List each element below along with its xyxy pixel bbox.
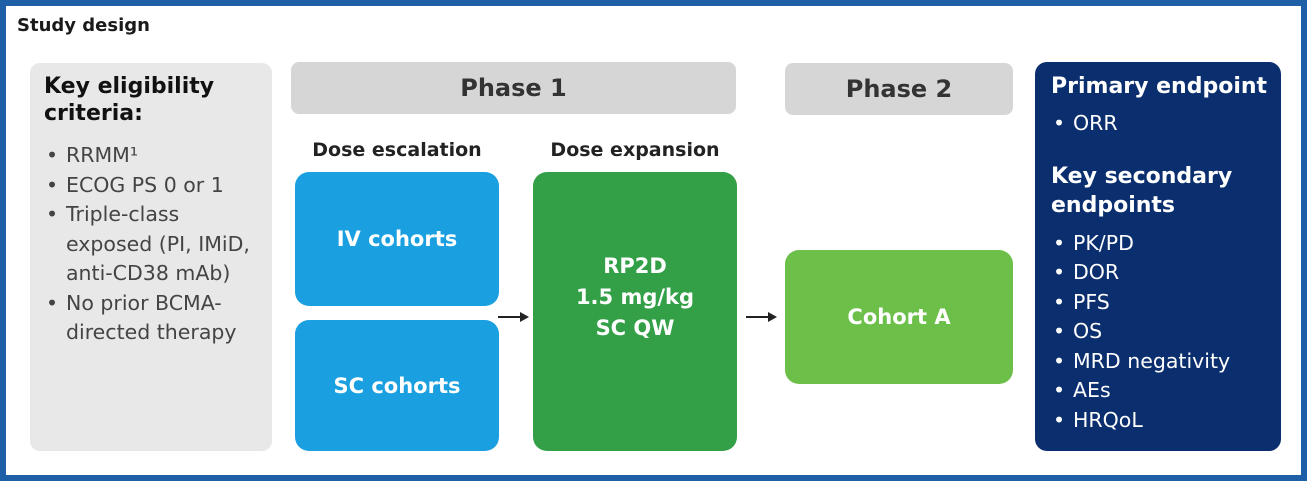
iv-cohorts-box: IV cohorts: [295, 172, 499, 306]
eligibility-item: RRMM¹: [44, 141, 262, 171]
secondary-endpoint-item: HRQoL: [1051, 406, 1271, 436]
arrow-right-icon: [498, 310, 530, 324]
secondary-endpoint-item: AEs: [1051, 376, 1271, 406]
secondary-endpoints-heading: Key secondary endpoints: [1051, 163, 1233, 218]
arrow-right-icon: [746, 310, 778, 324]
sc-cohorts-box: SC cohorts: [295, 320, 499, 451]
rp2d-route-line: SC QW: [595, 316, 675, 340]
eligibility-item: No prior BCMA-directed therapy: [44, 289, 262, 348]
eligibility-item: Triple-class exposed (PI, IMiD, anti-CD3…: [44, 200, 262, 289]
phase-2-header: Phase 2: [785, 63, 1013, 115]
primary-endpoint-item: ORR: [1051, 109, 1271, 139]
secondary-endpoint-item: DOR: [1051, 258, 1271, 288]
eligibility-heading: Key eligibility criteria:: [44, 74, 215, 126]
eligibility-panel: Key eligibility criteria: RRMM¹ ECOG PS …: [30, 63, 272, 451]
endpoints-panel: Primary endpoint ORR Key secondary endpo…: [1035, 62, 1281, 451]
cohort-a-box: Cohort A: [785, 250, 1013, 384]
eligibility-item: ECOG PS 0 or 1: [44, 171, 262, 201]
secondary-endpoint-item: PK/PD: [1051, 229, 1271, 259]
dose-expansion-label: Dose expansion: [550, 139, 720, 161]
eligibility-list: RRMM¹ ECOG PS 0 or 1 Triple-class expose…: [44, 141, 262, 348]
rp2d-line: RP2D: [603, 254, 667, 278]
primary-endpoint-heading: Primary endpoint: [1051, 74, 1268, 99]
phase-1-header: Phase 1: [291, 62, 736, 114]
secondary-endpoint-item: MRD negativity: [1051, 347, 1271, 377]
rp2d-box: RP2D 1.5 mg/kg SC QW: [533, 172, 737, 451]
secondary-endpoint-item: OS: [1051, 317, 1271, 347]
page-title: Study design: [17, 15, 150, 36]
secondary-endpoint-item: PFS: [1051, 288, 1271, 318]
primary-endpoint-list: ORR: [1051, 109, 1271, 139]
dose-escalation-label: Dose escalation: [312, 139, 482, 161]
secondary-endpoints-list: PK/PD DOR PFS OS MRD negativity AEs HRQo…: [1051, 229, 1271, 436]
rp2d-dose-line: 1.5 mg/kg: [575, 285, 695, 309]
